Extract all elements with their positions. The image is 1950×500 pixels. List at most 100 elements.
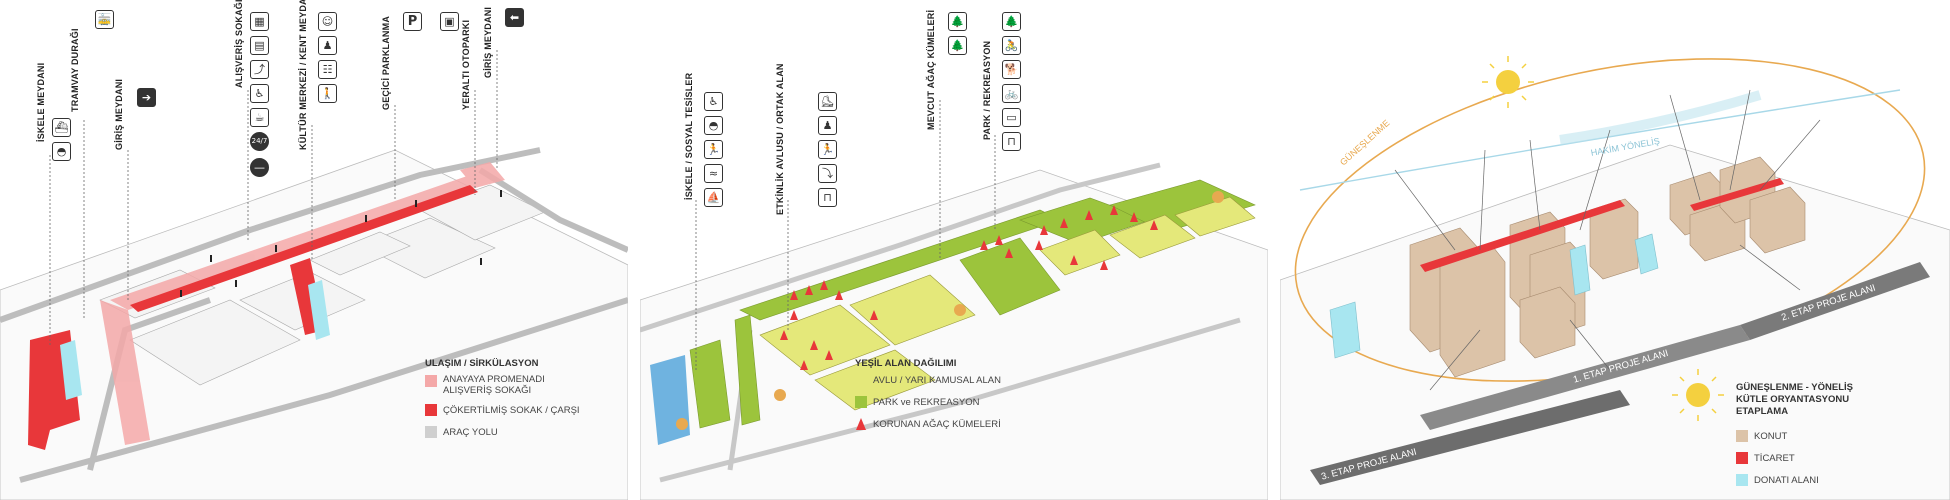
no-entry-icon: — [250,158,269,177]
slide-icon: ⤵ [818,164,837,183]
protected-trees [780,205,1158,370]
legend-swatch-park [855,396,867,408]
skate-icon: ⛸ [818,92,837,111]
parking-icon: P [403,12,422,31]
ferry-service-icon: ◓ [52,142,71,161]
solar-legend-title-1: GÜNEŞLENME - YÖNELİŞ [1736,382,1854,393]
label-alisveris-sokagi: ALIŞVERİŞ SOKAĞI [234,0,244,88]
tree-icon-2: 🌲 [948,36,967,55]
legend-label-promenade-2: ALIŞVERİŞ SOKAĞI [443,385,532,396]
park-tree-icon: 🌲 [1002,12,1021,31]
shop-icon: ▤ [250,36,269,55]
legend-label-donati: DONATI ALANI [1754,475,1819,486]
legend-item-donati: DONATI ALANI [1754,475,1819,486]
seating-icon: ♟ [818,116,837,135]
label-gecici-parklanma: GEÇİCİ PARKLANMA [381,15,391,110]
legend-item-courtyard: AVLU / YARI KAMUSAL ALAN [873,375,1001,386]
label-yeralti-otopark: YERALTI OTOPARKI [461,19,471,110]
legend-item-ticaret: TİCARET [1754,453,1795,464]
bench-icon: ▭ [1002,108,1021,127]
label-iskele-meydani: İSKELE MEYDANI [36,62,46,142]
legend-swatch-trees [856,418,866,430]
label-tramvay-duragi: TRAMVAY DURAĞI [70,28,80,112]
legend-label-ticaret: TİCARET [1754,453,1795,464]
legend-swatch-donati [1736,474,1748,486]
legend-label-park: PARK ve REKREASYON [873,397,980,408]
accessible-service-icon: ♿ [704,92,723,111]
legend-label-trees: KORUNAN AĞAÇ KÜMELERİ [873,419,1001,430]
legend-item-park: PARK ve REKREASYON [873,397,979,408]
legend-swatch-road [425,426,437,438]
etap2-band [1740,262,1930,340]
etap1-band [1420,325,1750,430]
dog-icon: 🐕 [1002,60,1021,79]
legend-swatch-konut [1736,430,1748,442]
orientation-arrows [1394,89,1821,391]
cafe-icon: ☕ [250,108,269,127]
tree-icon: 🌲 [948,12,967,31]
legend-item-sunken: ÇÖKERTİLMİŞ SOKAK / ÇARŞI [443,405,580,416]
solar-legend-title-3: ETAPLAMA [1736,406,1789,417]
swimming-icon: ≈ [704,164,723,183]
site-base-3 [1280,144,1950,500]
ferry-icon: ⛴ [52,118,71,137]
label-leaders [49,50,498,345]
green-areas-panel: İSKELE / SOSYAL TESİSLER ETKİNLİK AVLUSU… [640,0,1268,500]
pedestrian-markers [180,190,502,297]
etap3-band [1310,390,1630,485]
running-icon: 🏃 [818,140,837,159]
wind-band [1559,90,1762,145]
escalator-icon: ⤴ [250,60,269,79]
label-mevcut-agac: MEVCUT AĞAÇ KÜMELERİ [926,9,936,130]
legend-swatch-courtyard [855,374,867,386]
legend-label-sunken: ÇÖKERTİLMİŞ SOKAK / ÇARŞI [443,405,580,416]
parking-meter-icon: ▣ [440,12,459,31]
theater-icon: ☺ [318,12,337,31]
label-park-rekreasyon: PARK / REKREASYON [982,40,992,140]
legend-item-konut: KONUT [1754,431,1787,442]
facility-masses [1329,233,1659,359]
courtyard-areas [759,196,1256,411]
cycling-icon: 🚴 [1002,36,1021,55]
park-areas [689,179,1256,429]
tram-icon: 🚋 [95,10,114,29]
legend-item-trees: KORUNAN AĞAÇ KÜMELERİ [873,419,1001,430]
metro-markers [676,191,1224,430]
badge-247-icon: 24/7 [250,132,269,151]
legend-label-courtyard: AVLU / YARI KAMUSAL ALAN [873,375,1001,386]
arrow-left-icon: ⬅ [505,8,524,27]
picnic-table-icon: ⊓ [1002,132,1021,151]
picnic-icon: ⊓ [818,188,837,207]
legend-item-road: ARAÇ YOLU [443,427,498,438]
circulation-legend-title: ULAŞIM / SİRKÜLASYON [425,358,539,369]
seat-icon: ♟ [318,36,337,55]
solar-orientation-panel: GÜNEŞLENME HAKİM YÖNELİŞ 1. ETAP PROJE A… [1280,0,1950,500]
commercial-strip [1420,178,1784,272]
label-giris-meydani: GİRİŞ MEYDANI [114,78,124,150]
atm-icon: ▦ [250,12,269,31]
label-giris-meydani-2: GİRİŞ MEYDANI [483,6,493,78]
walking-icon: 🚶 [318,84,337,103]
arrow-right-icon: ➔ [137,88,156,107]
legend-swatch-sunken [425,404,437,416]
food-icon: ◓ [704,116,723,135]
legend-swatch-ticaret [1736,452,1748,464]
residential-masses [1409,156,1806,378]
label-iskele-sosyal: İSKELE / SOSYAL TESİSLER [684,72,694,200]
green-legend-title: YEŞİL ALAN DAĞILIMI [855,358,957,369]
sun-symbol-top [1482,56,1534,108]
solar-legend-title-2: KÜTLE ORYANTASYONU [1736,394,1850,405]
legend-label-road: ARAÇ YOLU [443,427,498,438]
bike-icon: 🚲 [1002,84,1021,103]
legend-swatch-promenade [425,375,437,387]
legend-label-promenade-1: ANAYAYA PROMENADI [443,374,545,385]
label-kultur-merkezi: KÜLTÜR MERKEZİ / KENT MEYDANI [298,0,308,150]
meeting-icon: ☷ [318,60,337,79]
promenade-area [100,162,505,445]
green-areas-site-plan [640,100,1268,500]
fitness-icon: 🏃 [704,140,723,159]
solar-site-plan [1280,56,1950,500]
sun-symbol-legend [1672,369,1724,421]
circulation-panel: İSKELE MEYDANI TRAMVAY DURAĞI GİRİŞ MEYD… [0,0,628,500]
plaza-water [60,280,330,400]
